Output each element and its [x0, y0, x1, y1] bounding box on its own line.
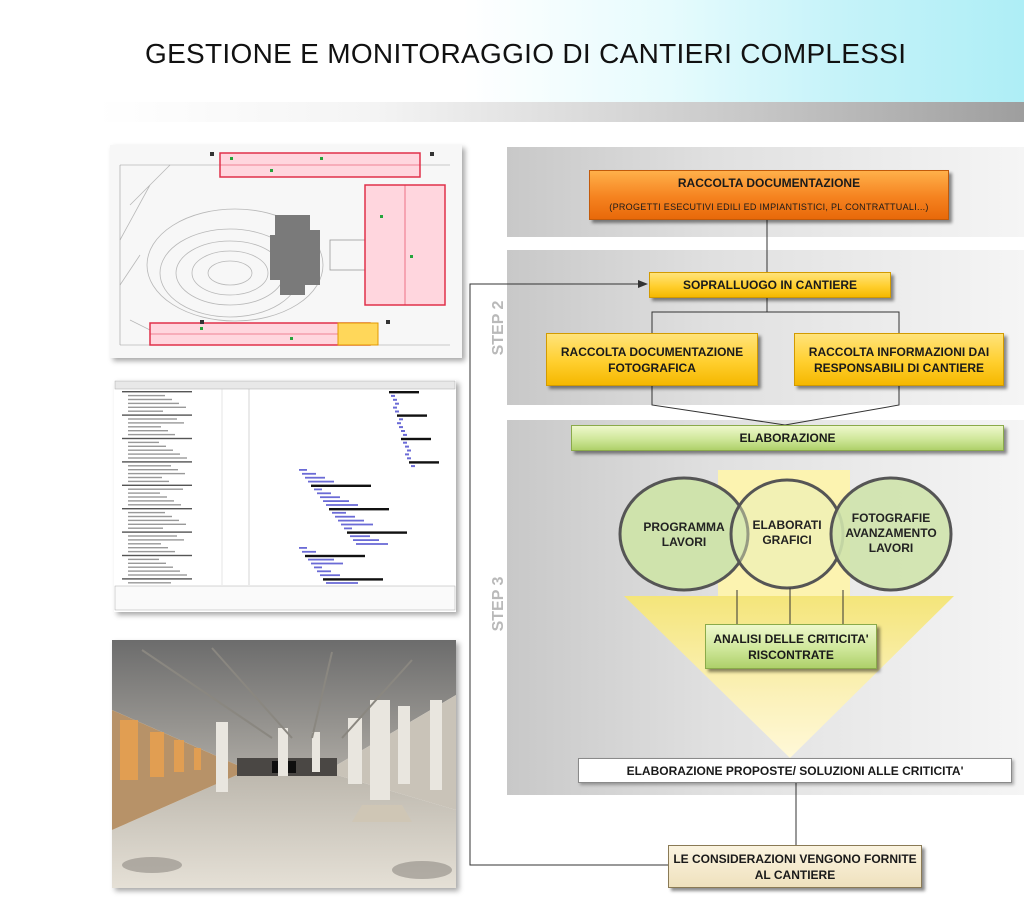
gantt-schedule-icon: [114, 380, 456, 612]
considerazioni-line1: LE CONSIDERAZIONI VENGONO FORNITE: [673, 851, 917, 866]
foto-doc-line1: RACCOLTA DOCUMENTAZIONE: [560, 344, 744, 359]
info-responsabili-line2: RESPONSABILI DI CANTIERE: [813, 360, 984, 375]
header-band: [90, 0, 1024, 102]
circle-programma: [618, 476, 750, 592]
elaborati-line1: ELABORATI: [752, 518, 822, 532]
construction-site-photo-icon: [112, 640, 456, 888]
analisi-line1: ANALISI DELLE CRITICITA': [713, 631, 869, 646]
sopralluogo-label: SOPRALLUOGO IN CANTIERE: [682, 278, 857, 292]
proposte-label: ELABORAZIONE PROPOSTE/ SOLUZIONI ALLE CR…: [626, 763, 964, 778]
raccolta-documentazione-title: RACCOLTA DOCUMENTAZIONE: [677, 176, 861, 190]
sopralluogo-box: SOPRALLUOGO IN CANTIERE: [649, 272, 891, 298]
raccolta-documentazione-box: RACCOLTA DOCUMENTAZIONE (PROGETTI ESECUT…: [589, 170, 949, 220]
considerazioni-box: LE CONSIDERAZIONI VENGONO FORNITE AL CAN…: [668, 845, 922, 888]
info-responsabili-box: RACCOLTA INFORMAZIONI DAI RESPONSABILI D…: [794, 333, 1004, 386]
foto-doc-box: RACCOLTA DOCUMENTAZIONE FOTOGRAFICA: [546, 333, 758, 386]
analisi-box: ANALISI DELLE CRITICITA' RISCONTRATE: [705, 624, 877, 669]
info-responsabili-line1: RACCOLTA INFORMAZIONI DAI: [808, 344, 990, 359]
elaborazione-label: ELABORAZIONE: [739, 431, 836, 445]
elaborati-line2: GRAFICI: [762, 533, 812, 547]
elaborazione-box: ELABORAZIONE: [571, 425, 1004, 451]
floor-plan-drawing-icon: [110, 145, 462, 358]
page-title: GESTIONE E MONITORAGGIO DI CANTIERI COMP…: [145, 38, 907, 69]
elaborati-label: ELABORATI GRAFICI: [740, 518, 834, 548]
raccolta-documentazione-subtitle: (PROGETTI ESECUTIVI EDILI ED IMPIANTISTI…: [609, 202, 929, 212]
fotografie-line1: FOTOGRAFIE: [851, 511, 931, 525]
construction-photo: [112, 640, 456, 888]
fotografie-label: FOTOGRAFIE AVANZAMENTO LAVORI: [836, 511, 946, 556]
header-underline: [96, 102, 1024, 122]
proposte-box: ELABORAZIONE PROPOSTE/ SOLUZIONI ALLE CR…: [578, 758, 1012, 783]
circle-fotografie: [829, 476, 953, 592]
considerazioni-line2: AL CANTIERE: [754, 867, 836, 882]
floor-plan-image: [110, 145, 462, 358]
funnel-triangle: [624, 596, 954, 758]
connector-lines: [469, 220, 900, 866]
gantt-chart-image: [114, 380, 456, 612]
fotografie-line2: AVANZAMENTO: [845, 526, 937, 540]
programma-text: PROGRAMMA LAVORI: [643, 520, 725, 549]
analisi-line2: RISCONTRATE: [748, 647, 834, 662]
programma-label: PROGRAMMA LAVORI: [622, 520, 746, 550]
foto-doc-line2: FOTOGRAFICA: [608, 360, 696, 375]
fotografie-line3: LAVORI: [868, 541, 914, 555]
